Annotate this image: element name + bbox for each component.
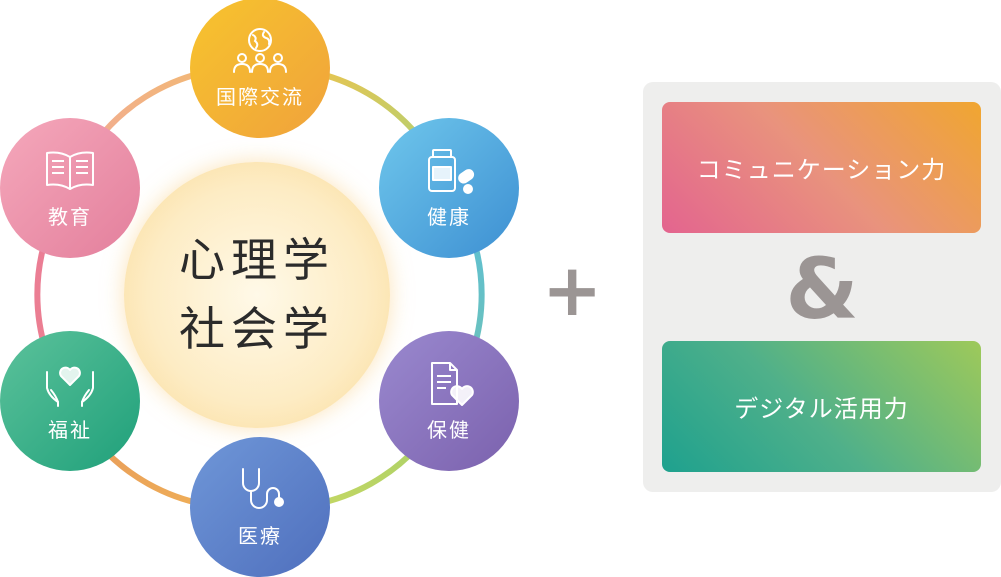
field-node-education: 教育 [0,118,140,258]
medicine-bottle-icon [428,148,475,194]
globe-people-icon [233,27,287,73]
field-node-international-exchange: 国際交流 [190,0,330,138]
skill-card-digital: デジタル活用力 [662,341,981,472]
field-node-welfare: 福祉 [0,331,140,471]
skill-label-digital: デジタル活用力 [734,395,909,423]
field-node-health: 健康 [379,118,519,258]
skill-label-communication: コミュニケーション力 [696,156,947,184]
field-label-medical-care: 医療 [238,523,282,548]
plus-symbol: + [542,248,603,332]
core-subject-psychology: 心理学 [179,233,335,287]
core-subject-sociology: 社会学 [179,302,335,356]
skill-card-communication: コミュニケーション力 [662,102,981,233]
open-book-icon [46,151,94,190]
document-heart-icon [431,361,474,406]
field-label-health: 健康 [427,204,471,229]
field-node-public-health: 保健 [379,331,519,471]
hands-heart-icon [46,366,94,407]
field-label-education: 教育 [48,204,92,229]
field-node-medical-care: 医療 [190,437,330,577]
stethoscope-icon [242,467,284,509]
field-label-public-health: 保健 [427,417,471,442]
core-subjects-circle: 心理学 社会学 [124,162,390,428]
field-label-international-exchange: 国際交流 [216,84,304,109]
field-label-welfare: 福祉 [48,417,92,442]
ampersand-symbol: & [785,240,859,338]
